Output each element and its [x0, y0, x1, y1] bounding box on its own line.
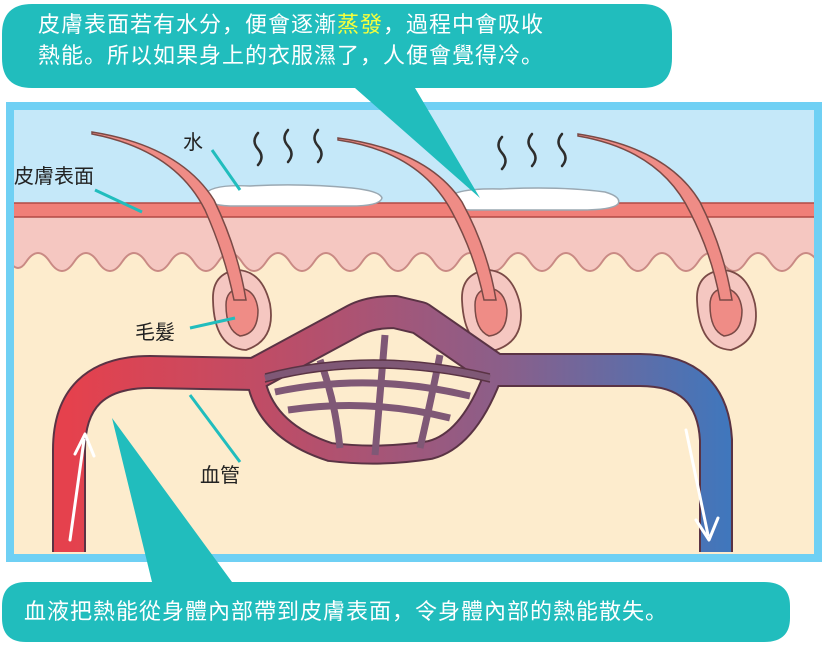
evaporation-highlight: 蒸發: [337, 13, 384, 38]
callout-top-line-1: 皮膚表面若有水分，便會逐漸蒸發，過程中會吸收: [38, 10, 544, 41]
steam-icon: [497, 135, 507, 171]
blood-vessel-label: 血管: [200, 463, 240, 487]
water-leader-line: [210, 149, 242, 191]
steam-icon: [527, 132, 537, 168]
water-label: 水: [183, 130, 203, 154]
steam-icon: [313, 128, 323, 164]
steam-icon: [253, 131, 263, 167]
water-droplet-right: [446, 187, 620, 211]
callout-top-line-1-start: 皮膚表面若有水分，便會逐漸: [38, 13, 338, 38]
steam-icon: [283, 128, 293, 164]
hair-follicle-1: [91, 131, 272, 351]
blood-vessel: [52, 295, 733, 552]
flow-arrow-down-icon: [684, 428, 710, 537]
callout-top-bubble: [2, 4, 672, 198]
steam-icon: [557, 132, 567, 168]
water-droplet-left: [204, 184, 383, 207]
callout-bottom-text: 血液把熱能從身體內部帶到皮膚表面，令身體內部的熱能散失。: [24, 600, 669, 625]
hair-label: 毛髮: [135, 320, 175, 344]
hair-follicle-3: [577, 133, 757, 351]
callout-top-line-2: 熱能。所以如果身上的衣服濕了，人便會覺得冷。: [38, 44, 545, 69]
hair-leader-line: [189, 316, 236, 330]
skin-surface-label: 皮膚表面: [14, 164, 94, 188]
vessel-leader-line: [188, 394, 242, 463]
skin-leader-line: [94, 188, 143, 214]
callout-top-text: 皮膚表面若有水分，便會逐漸蒸發，過程中會吸收 熱能。所以如果身上的衣服濕了，人便…: [38, 10, 544, 72]
callout-top-line-1-end: ，過程中會吸收: [383, 13, 545, 38]
callout-bottom-bubble: [2, 418, 790, 642]
flow-arrow-up-icon: [68, 438, 86, 542]
